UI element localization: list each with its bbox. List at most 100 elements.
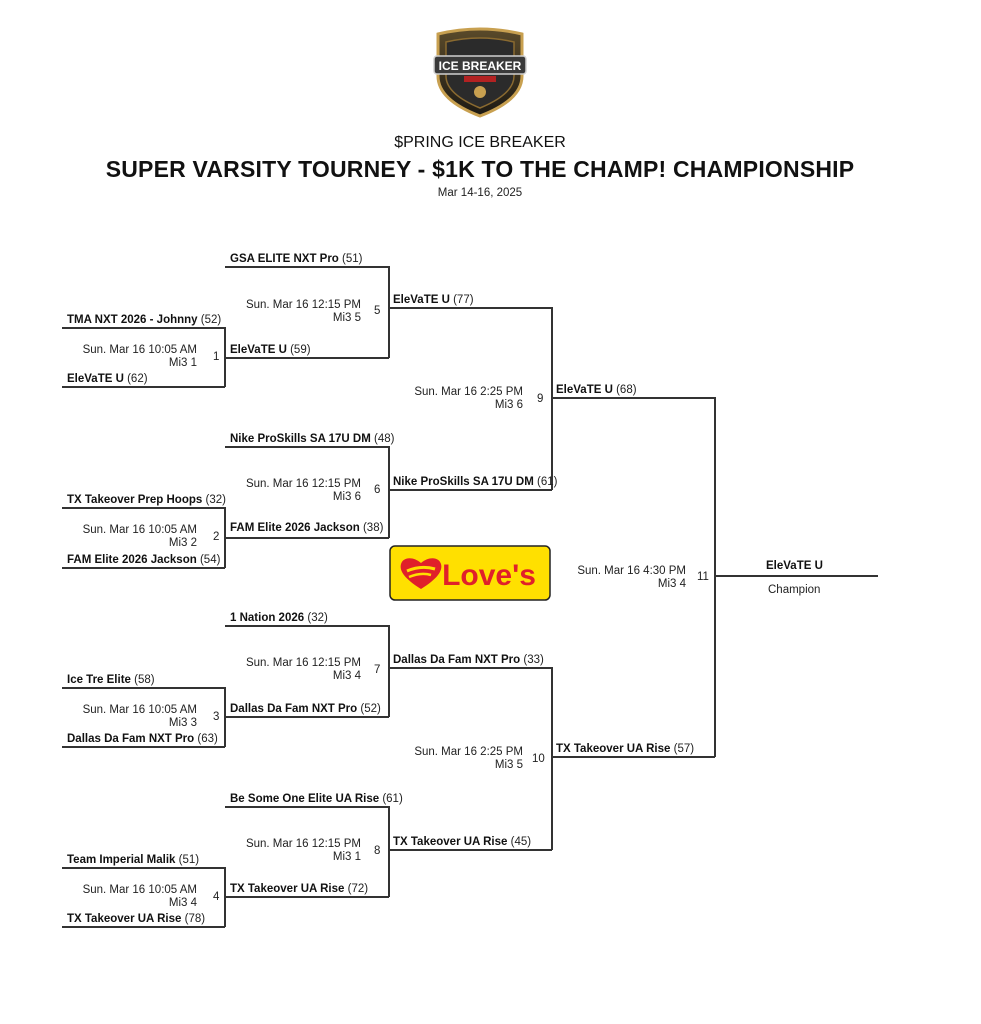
team-name: Dallas Da Fam NXT Pro <box>393 654 521 666</box>
team-slot[interactable]: EleVaTE U (62) <box>67 372 148 386</box>
bracket-line <box>551 667 553 850</box>
bracket-line <box>224 327 226 387</box>
team-slot[interactable]: EleVaTE U (77) <box>393 293 474 307</box>
team-name: Nike ProSkills SA 17U DM <box>393 476 534 488</box>
bracket-line <box>62 746 225 748</box>
bracket-line <box>552 756 715 758</box>
page-title: SUPER VARSITY TOURNEY - $1K TO THE CHAMP… <box>105 156 855 182</box>
bracket-line <box>225 357 389 359</box>
team-score: (48) <box>374 433 395 445</box>
match-number: 11 <box>697 571 709 583</box>
team-slot[interactable]: Nike ProSkills SA 17U DM (61) <box>393 475 557 489</box>
bracket-line <box>62 507 225 509</box>
bracket-line <box>388 266 390 358</box>
team-slot[interactable]: EleVaTE U (68) <box>556 383 637 397</box>
bracket-line <box>552 397 715 399</box>
team-slot[interactable]: TX Takeover UA Rise (57) <box>556 742 694 756</box>
bracket-line <box>551 307 553 490</box>
team-name: Ice Tre Elite <box>67 674 131 686</box>
team-score: (77) <box>453 294 474 306</box>
team-name: TX Takeover UA Rise <box>556 743 671 755</box>
match-date: Sun. Mar 16 10:05 AM <box>82 344 197 356</box>
match-date: Sun. Mar 16 2:25 PM <box>414 746 523 758</box>
team-slot[interactable]: GSA ELITE NXT Pro (51) <box>230 252 363 266</box>
match-number: 9 <box>537 393 544 405</box>
team-slot[interactable]: Ice Tre Elite (58) <box>67 673 155 687</box>
team-name: TX Takeover UA Rise <box>67 913 182 925</box>
ice-breaker-logo: ICE BREAKER <box>433 27 527 118</box>
team-slot[interactable]: Team Imperial Malik (51) <box>67 853 199 867</box>
heart-icon <box>400 558 442 589</box>
match-number: 5 <box>374 305 381 317</box>
team-slot[interactable]: FAM Elite 2026 Jackson (54) <box>67 553 220 567</box>
team-score: (32) <box>205 494 226 506</box>
team-score: (38) <box>362 522 384 534</box>
team-slot[interactable]: EleVaTE U (59) <box>230 343 311 357</box>
team-score: (54) <box>199 554 221 566</box>
team-name: TX Takeover UA Rise <box>393 836 508 848</box>
bracket-line <box>224 507 226 568</box>
team-slot[interactable]: TX Takeover UA Rise (78) <box>67 912 205 926</box>
match-number: 3 <box>213 711 220 723</box>
match-court: Mi3 2 <box>168 537 197 549</box>
bracket-line <box>62 386 225 388</box>
sponsor-text: Love's <box>442 559 536 592</box>
bracket-line <box>224 687 226 747</box>
team-slot[interactable]: TX Takeover UA Rise (45) <box>393 835 531 849</box>
bracket-line <box>715 575 878 577</box>
match-date: Sun. Mar 16 4:30 PM <box>577 565 686 577</box>
team-name: TX Takeover Prep Hoops <box>67 494 203 506</box>
team-score: (32) <box>307 612 328 624</box>
bracket-line <box>62 327 225 329</box>
team-score: (78) <box>184 913 206 925</box>
bracket-line <box>62 687 225 689</box>
team-slot[interactable]: Dallas Da Fam NXT Pro (63) <box>67 732 218 746</box>
event-name: $PRING ICE BREAKER <box>394 134 566 151</box>
team-slot[interactable]: Dallas Da Fam NXT Pro (52) <box>230 702 381 716</box>
team-score: (63) <box>197 733 218 745</box>
champion-name[interactable]: EleVaTE U <box>766 560 823 572</box>
champion-label: Champion <box>768 584 821 596</box>
team-score: (52) <box>360 703 381 715</box>
team-slot[interactable]: Be Some One Elite UA Rise (61) <box>230 792 403 806</box>
logo-text: ICE BREAKER <box>439 59 522 73</box>
match-number: 1 <box>213 351 220 363</box>
team-score: (72) <box>347 883 369 895</box>
team-score: (58) <box>134 674 155 686</box>
bracket-line <box>388 446 390 538</box>
team-slot[interactable]: FAM Elite 2026 Jackson (38) <box>230 521 383 535</box>
team-name: Be Some One Elite UA Rise <box>230 793 380 805</box>
team-name: Dallas Da Fam NXT Pro <box>67 733 195 745</box>
bracket-line <box>714 397 716 757</box>
team-slot[interactable]: Dallas Da Fam NXT Pro (33) <box>393 653 544 667</box>
team-slot[interactable]: Nike ProSkills SA 17U DM (48) <box>230 432 394 446</box>
team-score: (68) <box>616 384 637 396</box>
team-slot[interactable]: 1 Nation 2026 (32) <box>230 611 328 625</box>
match-court: Mi3 1 <box>332 851 361 863</box>
match-date: Sun. Mar 16 10:05 AM <box>82 884 197 896</box>
team-name: FAM Elite 2026 Jackson <box>67 554 197 566</box>
match-court: Mi3 3 <box>168 717 197 729</box>
bracket-line <box>62 926 225 928</box>
match-number: 7 <box>374 664 381 676</box>
bracket-line <box>225 266 389 268</box>
loves-sponsor-logo: Love's <box>389 545 551 601</box>
team-slot[interactable]: TMA NXT 2026 - Johnny (52) <box>67 313 221 327</box>
match-date: Sun. Mar 16 12:15 PM <box>245 838 361 850</box>
bracket-line <box>388 806 390 897</box>
team-slot[interactable]: TX Takeover UA Rise (72) <box>230 882 368 896</box>
team-slot[interactable]: TX Takeover Prep Hoops (32) <box>67 493 226 507</box>
team-name: EleVaTE U <box>393 294 450 306</box>
bracket-line <box>388 625 390 717</box>
team-name: EleVaTE U <box>67 373 124 385</box>
match-court: Mi3 4 <box>332 670 361 682</box>
team-score: (51) <box>178 854 200 866</box>
team-score: (52) <box>200 314 222 326</box>
